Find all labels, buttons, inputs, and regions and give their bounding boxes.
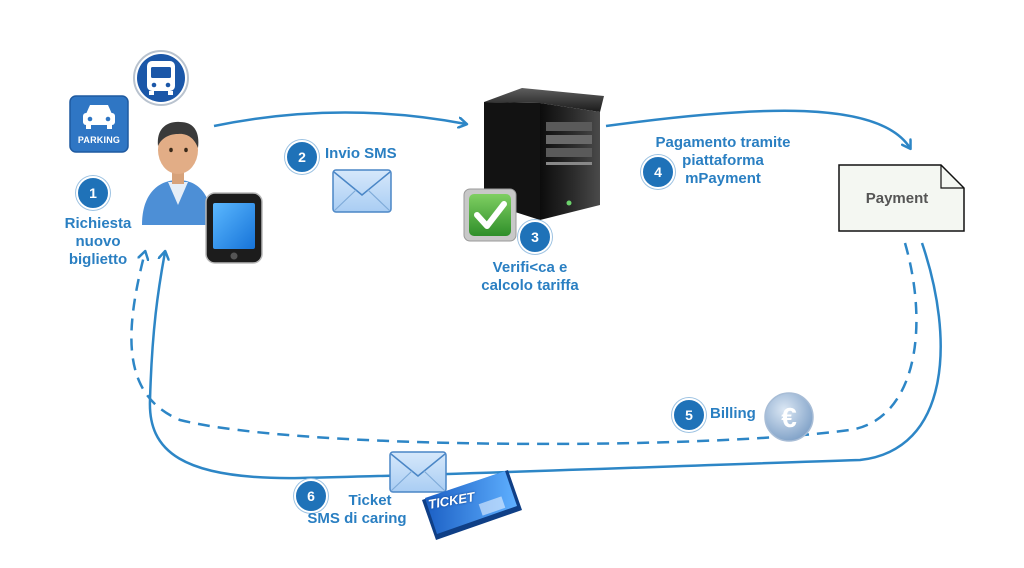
euro-coin-icon: €	[764, 392, 814, 442]
document-icon	[838, 164, 965, 232]
checkmark-icon	[463, 188, 517, 242]
step-1-line: nuovo	[75, 233, 121, 250]
step-4-line: piattaforma	[682, 152, 764, 169]
step-6-label: Ticket SMS di caring	[292, 492, 422, 528]
step-4-line: Pagamento tramite	[655, 134, 791, 151]
user-icon	[142, 121, 212, 225]
step-3-label: Verifi<ca e calcolo tariffa	[460, 259, 600, 295]
arrow-user-to-server	[213, 111, 466, 126]
parking-sign-label: PARKING	[77, 135, 121, 145]
server-icon	[484, 88, 604, 220]
step-5-label: Billing	[710, 405, 756, 422]
step-6-line: SMS di caring	[307, 510, 407, 527]
step-badge-3: 3	[518, 220, 552, 254]
arrow-billing-return-dashed	[130, 242, 918, 446]
envelope-icon	[332, 169, 392, 213]
ticket-icon	[422, 470, 522, 540]
step-1-line: biglietto	[68, 251, 128, 268]
step-1-line: Richiesta	[64, 215, 132, 232]
step-4-label: Pagamento tramite piattaforma mPayment	[650, 134, 796, 188]
smartphone-icon	[205, 192, 263, 264]
euro-symbol: €	[781, 402, 797, 433]
step-4-line: mPayment	[685, 170, 761, 187]
step-badge-5: 5	[672, 398, 706, 432]
arrow-server-to-payment	[605, 109, 910, 148]
payment-box-label: Payment	[865, 190, 929, 207]
step-badge-4: 4	[641, 155, 675, 189]
step-badge-6: 6	[294, 479, 328, 513]
step-3-line: Verifi<ca e	[492, 259, 568, 276]
step-3-line: calcolo tariffa	[481, 277, 579, 294]
step-badge-1: 1	[76, 176, 110, 210]
parking-icon	[69, 95, 129, 153]
step-2-label: Invio SMS	[325, 145, 397, 162]
step-badge-2: 2	[285, 140, 319, 174]
step-1-label: Richiesta nuovo biglietto	[46, 215, 150, 269]
envelope-icon	[389, 451, 447, 493]
step-6-line: Ticket	[348, 492, 392, 509]
bus-icon	[133, 50, 189, 106]
